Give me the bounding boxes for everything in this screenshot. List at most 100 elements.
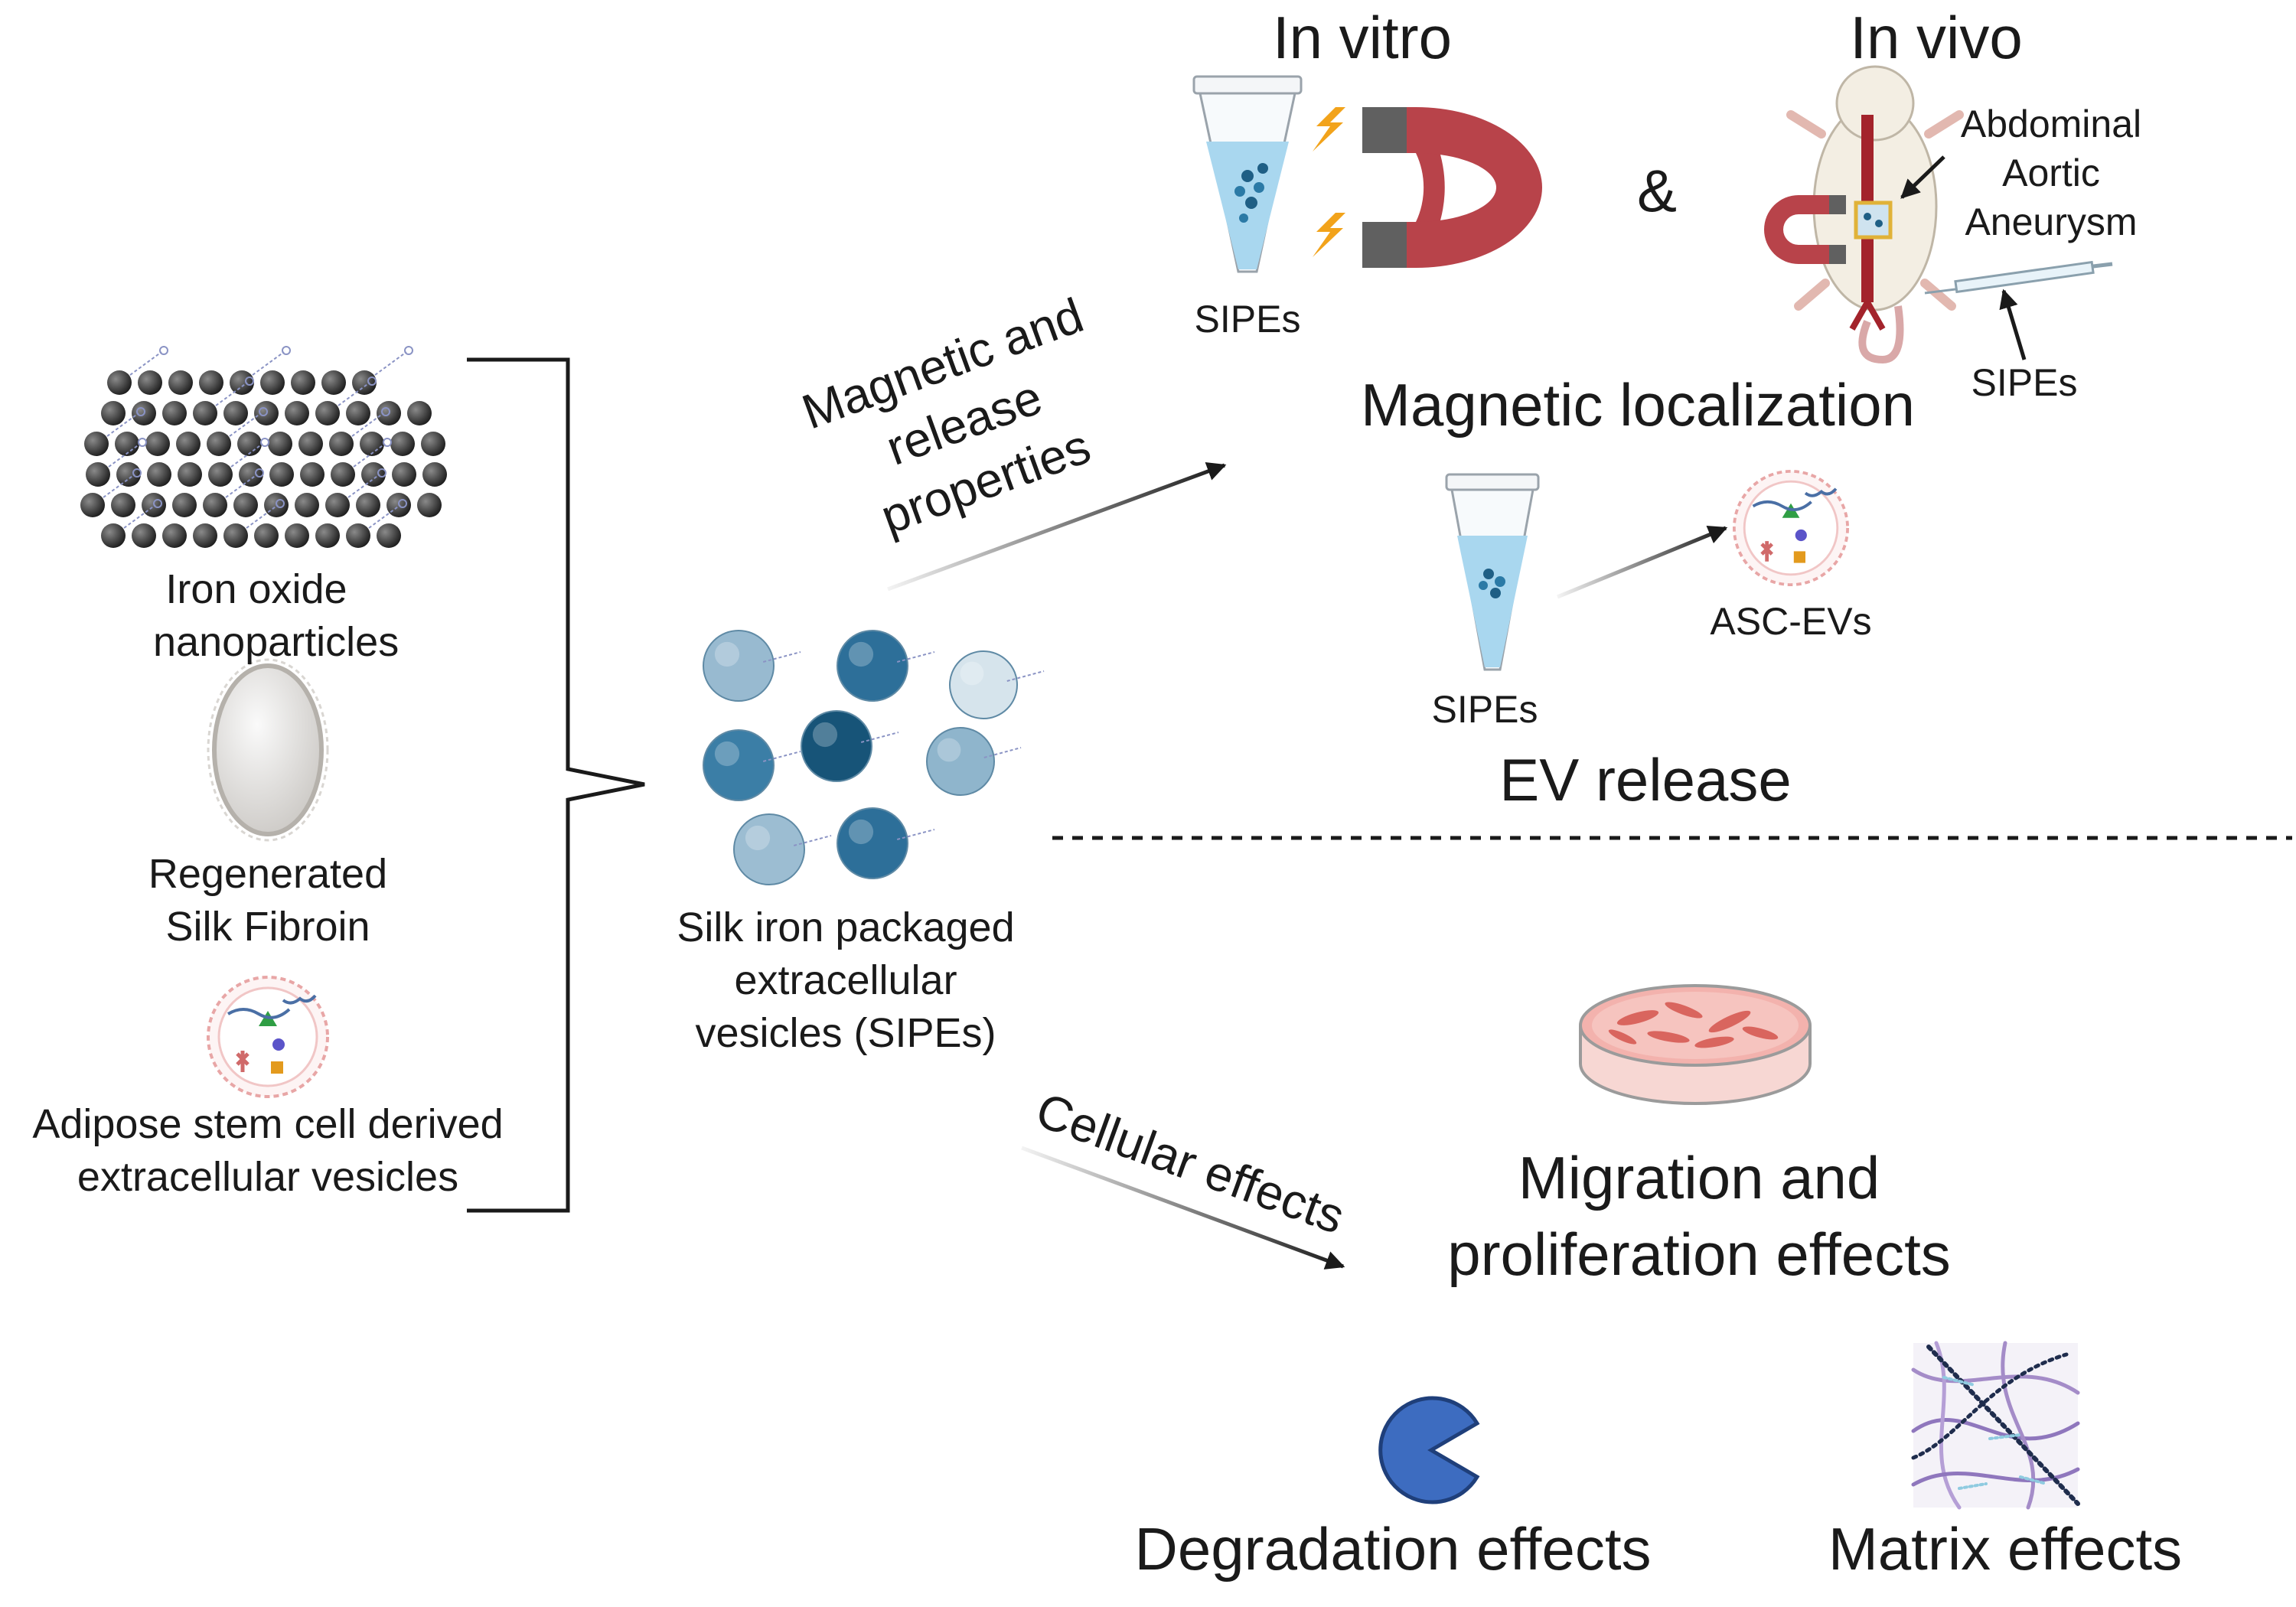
sipe-vesicle	[733, 813, 805, 885]
in-vitro-tube-label: SIPEs	[1194, 298, 1301, 341]
sipe-vesicle	[703, 729, 775, 801]
sipes-label-line-3: vesicles (SIPEs)	[695, 1010, 996, 1057]
sipe-vesicle	[837, 630, 908, 702]
nanoparticle-linker	[374, 351, 407, 376]
rat-icon	[1764, 65, 1964, 364]
iron-oxide-label: Iron oxide nanoparticles	[153, 563, 400, 669]
magnetic-arrow	[887, 462, 1227, 592]
nanoparticle	[101, 401, 126, 425]
asc-ev-vesicle-label: ASC-EVs	[1710, 600, 1872, 643]
nanoparticle	[84, 432, 109, 456]
nanoparticle	[193, 401, 217, 425]
sipe-vesicle	[926, 727, 995, 796]
nanoparticle	[86, 462, 110, 487]
nanoparticle	[233, 493, 258, 517]
nanoparticle	[107, 370, 132, 395]
ev-release-tube-label: SIPEs	[1431, 688, 1538, 731]
nanoparticle	[269, 462, 294, 487]
nanoparticle	[193, 523, 217, 548]
nanoparticle	[421, 432, 445, 456]
nanoparticle	[295, 493, 319, 517]
nanoparticle	[390, 432, 415, 456]
nanoparticle	[325, 493, 350, 517]
nanoparticle-linker	[353, 443, 386, 468]
aneurysm-label-line-2: Aortic	[2002, 152, 2100, 194]
nanoparticle-linker	[123, 504, 156, 529]
nanoparticle-linker	[230, 443, 263, 468]
sipe-linker	[896, 651, 935, 663]
asc-vesicle-icon	[207, 976, 329, 1098]
nanoparticle	[208, 462, 233, 487]
iron-oxide-label-line-1: Iron oxide	[165, 566, 347, 612]
nanoparticle-linker-end	[260, 438, 269, 447]
nanoparticle	[147, 462, 171, 487]
nanoparticle	[361, 462, 386, 487]
degradation-effects-heading: Degradation effects	[1134, 1515, 1652, 1583]
sipes-cluster-icon	[703, 630, 1045, 885]
nanoparticle	[352, 370, 377, 395]
asc-ev-vesicle-icon	[1732, 469, 1850, 587]
silk-fibroin-label-line-2: Silk Fibroin	[165, 904, 370, 950]
nanoparticle	[168, 370, 193, 395]
sipes-label-line-2: extracellular	[734, 957, 957, 1004]
silk-fibroin-label: Regenerated Silk Fibroin	[145, 848, 390, 953]
nanoparticle-linker	[225, 474, 258, 498]
sipe-linker	[762, 651, 801, 663]
iron-oxide-label-line-2: nanoparticles	[153, 619, 400, 666]
nanoparticle	[315, 523, 340, 548]
nanoparticle	[199, 370, 223, 395]
nanoparticle	[331, 462, 355, 487]
sipe-linker	[983, 747, 1022, 758]
nanoparticle-linker-end	[132, 468, 142, 478]
nanoparticle-linker-end	[153, 499, 162, 508]
nanoparticle-linker-end	[398, 499, 407, 508]
aneurysm-label-line-3: Aneurysm	[1965, 200, 2138, 243]
nanoparticle-linker-end	[276, 499, 285, 508]
asc-ev-input-label: Adipose stem cell derived extracellular …	[15, 1098, 520, 1204]
nanoparticle	[178, 462, 202, 487]
nanoparticle-linker	[129, 351, 162, 376]
nanoparticle-linker-end	[138, 438, 147, 447]
spark-icons	[1313, 107, 1345, 257]
nanoparticle	[315, 401, 340, 425]
sipe-linker	[896, 829, 935, 840]
sipe-highlight	[848, 641, 874, 667]
nanoparticle	[207, 432, 231, 456]
nanoparticle	[223, 401, 248, 425]
nanoparticle	[230, 370, 254, 395]
nanoparticle	[80, 493, 105, 517]
nanoparticle	[377, 523, 401, 548]
nanoparticle	[298, 432, 323, 456]
ev-release-tube-icon	[1445, 473, 1540, 671]
nanoparticle	[356, 493, 380, 517]
nanoparticle	[407, 401, 432, 425]
nanoparticle	[162, 523, 187, 548]
nanoparticle	[268, 432, 292, 456]
nanoparticle-linker	[252, 351, 285, 376]
nanoparticle-linker	[106, 412, 139, 437]
nanoparticle	[346, 523, 370, 548]
nanoparticle	[291, 370, 315, 395]
sipe-highlight	[812, 722, 838, 748]
nanoparticle-linker-end	[383, 438, 392, 447]
sipe-vesicle	[949, 650, 1018, 719]
nanoparticle-linker-end	[136, 407, 145, 416]
asc-ev-input-label-line-1: Adipose stem cell derived	[32, 1101, 504, 1147]
sipe-linker	[762, 751, 801, 762]
in-vivo-heading: In vivo	[1850, 4, 2023, 71]
nanoparticle-linker	[351, 412, 384, 437]
nanoparticle-linker-end	[159, 346, 168, 355]
degradation-pacman-icon	[1378, 1396, 1480, 1504]
matrix-fibers-icon	[1911, 1341, 2080, 1510]
aneurysm-label: Abdominal Aortic Aneurysm	[1936, 99, 2166, 246]
nanoparticle-linker	[103, 474, 135, 498]
nanoparticle-linker-end	[282, 346, 291, 355]
nanoparticle	[392, 462, 416, 487]
nanoparticle	[162, 401, 187, 425]
nanoparticle	[116, 462, 141, 487]
nanoparticle	[172, 493, 197, 517]
nanoparticle-linker-end	[255, 468, 264, 478]
nanoparticle-linker	[246, 504, 279, 529]
